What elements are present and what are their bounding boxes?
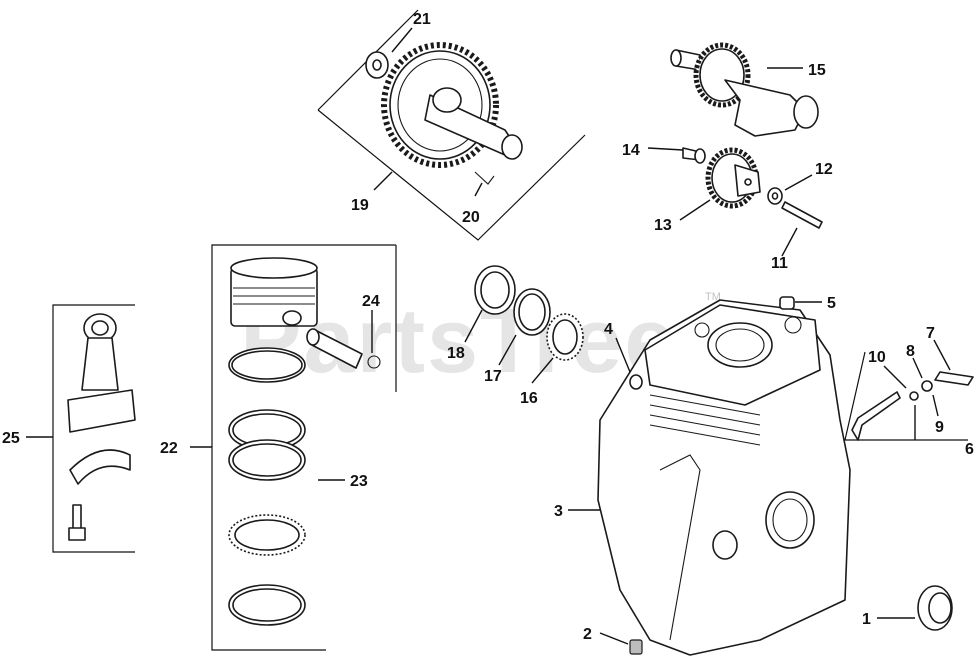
governor-gear-13[interactable]: [705, 147, 761, 209]
callout-21: 21: [413, 11, 431, 28]
callout-4: 4: [604, 321, 613, 338]
callout-16: 16: [520, 390, 538, 407]
callout-12: 12: [815, 161, 833, 178]
linkage-group: 10 8 7 9 6: [844, 325, 974, 458]
callout-15: 15: [808, 62, 826, 79]
crankcase-3[interactable]: [597, 296, 851, 656]
callout-10: 10: [868, 349, 886, 366]
callout-24: 24: [362, 293, 380, 310]
pin-20[interactable]: [474, 171, 495, 185]
callout-17: 17: [484, 368, 502, 385]
drain-plug-2[interactable]: [629, 639, 643, 655]
piston-group: 22 23 24: [160, 244, 397, 651]
connecting-rod-group: 25: [2, 304, 136, 553]
callout-7: 7: [926, 325, 935, 342]
callout-9: 9: [935, 419, 944, 436]
rod-10[interactable]: [851, 391, 901, 441]
rod-cap[interactable]: [69, 449, 131, 485]
callout-3: 3: [554, 503, 563, 520]
shaft-11[interactable]: [781, 201, 823, 229]
callouts-crankcase: 3 4 5: [554, 295, 836, 520]
oil-seal-1[interactable]: [917, 585, 953, 631]
trademark-text: TM: [705, 291, 721, 303]
callout-14: 14: [622, 142, 640, 159]
plate-7[interactable]: [934, 371, 974, 386]
washer-9[interactable]: [909, 391, 919, 401]
callout-5: 5: [827, 295, 836, 312]
callout-20: 20: [462, 209, 480, 226]
seal-group: 18 17 16: [447, 265, 584, 407]
callout-22: 22: [160, 440, 178, 457]
callout-19: 19: [351, 197, 369, 214]
connecting-rod[interactable]: [67, 313, 136, 433]
callout-8: 8: [906, 343, 915, 360]
callout-18: 18: [447, 345, 465, 362]
governor-group: 15 14 13 12 11: [622, 42, 833, 272]
callout-6: 6: [965, 441, 974, 458]
callout-11: 11: [771, 255, 788, 272]
piston[interactable]: [230, 257, 318, 327]
clip-24[interactable]: [367, 355, 381, 369]
callout-2: 2: [583, 626, 592, 643]
dowel-4[interactable]: [629, 374, 643, 390]
washer-8[interactable]: [921, 380, 933, 392]
callout-1: 1: [862, 611, 871, 628]
piston-rings[interactable]: [228, 347, 306, 626]
callout-13: 13: [654, 217, 672, 234]
camshaft-group: 21 19 20: [317, 9, 586, 241]
callout-25: 25: [2, 430, 20, 447]
callout-23: 23: [350, 473, 368, 490]
balancer-shaft-15[interactable]: [670, 42, 819, 137]
cam-gear[interactable]: [381, 42, 523, 168]
rod-bolt[interactable]: [68, 504, 86, 541]
